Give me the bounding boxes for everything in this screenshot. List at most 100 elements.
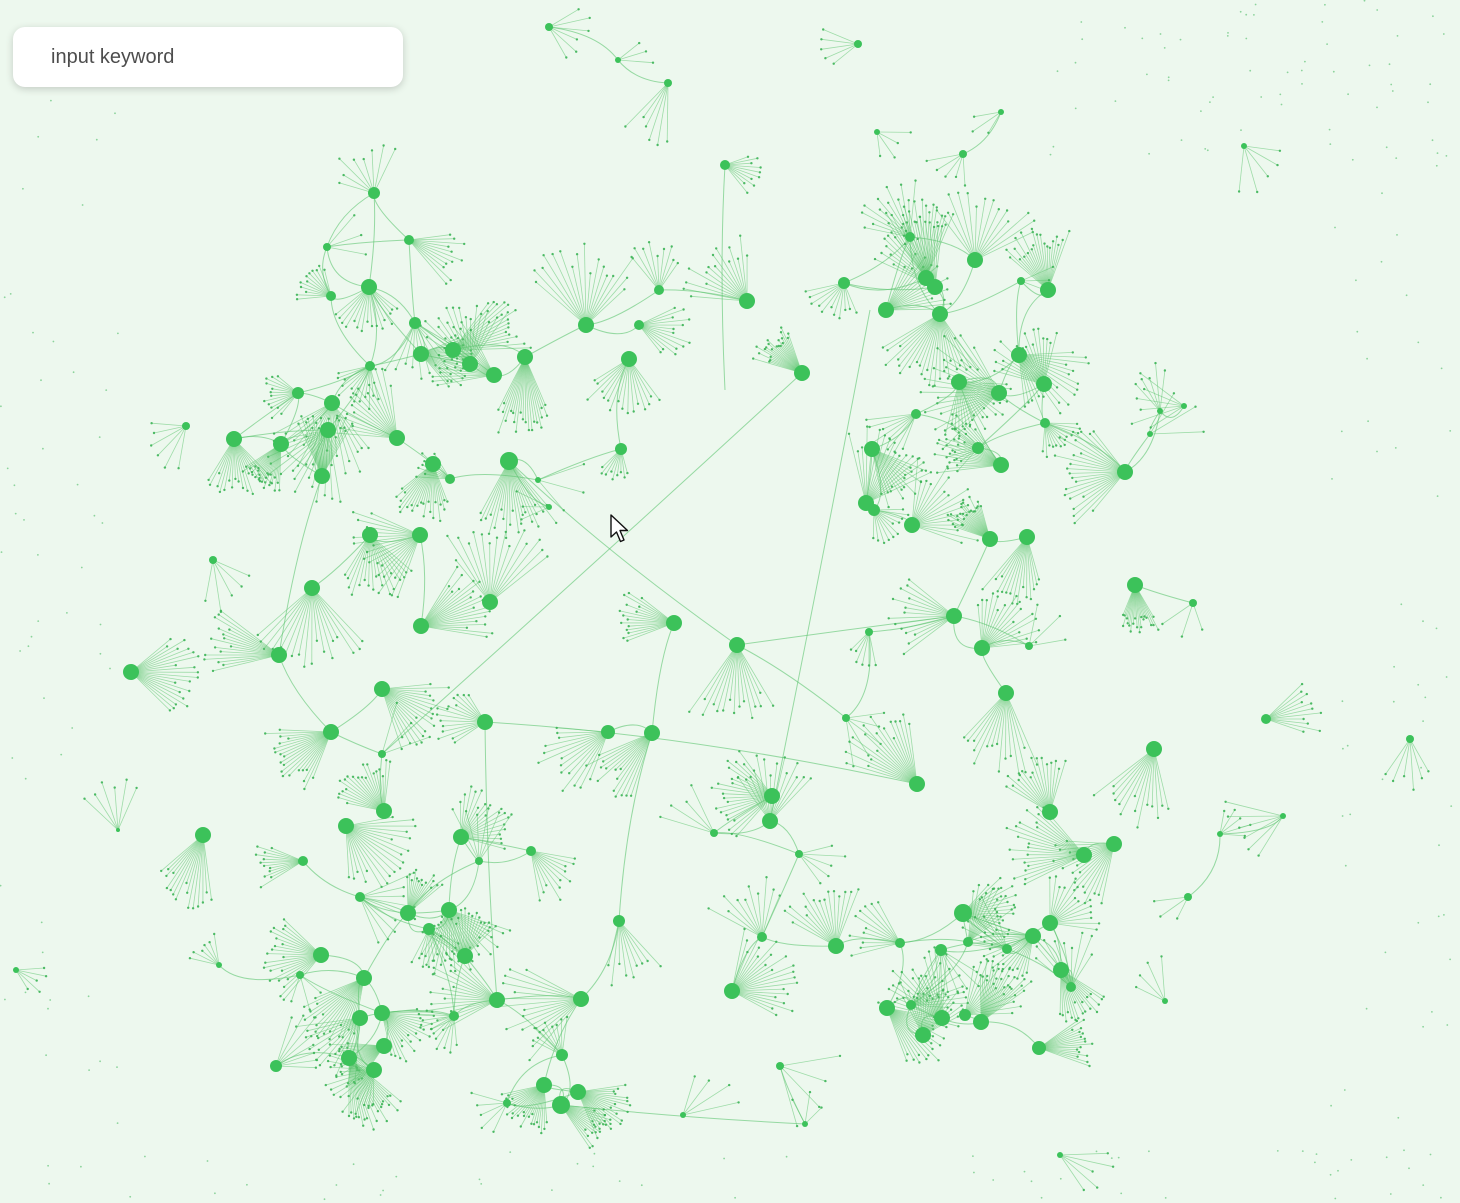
graph-node[interactable] xyxy=(1057,1152,1063,1158)
graph-node[interactable] xyxy=(546,504,552,510)
graph-node[interactable] xyxy=(927,279,943,295)
graph-node[interactable] xyxy=(413,618,429,634)
graph-node[interactable] xyxy=(1146,741,1162,757)
graph-node[interactable] xyxy=(795,850,803,858)
graph-node[interactable] xyxy=(828,938,844,954)
graph-node[interactable] xyxy=(680,1112,686,1118)
graph-node[interactable] xyxy=(621,351,637,367)
graph-node[interactable] xyxy=(1042,915,1058,931)
graph-node[interactable] xyxy=(503,1099,511,1107)
graph-node[interactable] xyxy=(1184,893,1192,901)
graph-node[interactable] xyxy=(794,365,810,381)
graph-node[interactable] xyxy=(362,527,378,543)
graph-node[interactable] xyxy=(974,640,990,656)
graph-node[interactable] xyxy=(314,468,330,484)
graph-node[interactable] xyxy=(304,580,320,596)
graph-node[interactable] xyxy=(911,409,921,419)
graph-node[interactable] xyxy=(404,235,414,245)
graph-node[interactable] xyxy=(412,527,428,543)
graph-node[interactable] xyxy=(776,1062,784,1070)
graph-node[interactable] xyxy=(724,983,740,999)
graph-node[interactable] xyxy=(376,1038,392,1054)
graph-node[interactable] xyxy=(915,1027,931,1043)
graph-node[interactable] xyxy=(552,1096,570,1114)
graph-node[interactable] xyxy=(1217,831,1223,837)
graph-node[interactable] xyxy=(526,846,536,856)
graph-node[interactable] xyxy=(601,725,615,739)
graph-node[interactable] xyxy=(729,637,745,653)
graph-node[interactable] xyxy=(376,803,392,819)
graph-node[interactable] xyxy=(973,1014,989,1030)
graph-node[interactable] xyxy=(1157,408,1163,414)
graph-node[interactable] xyxy=(368,187,380,199)
graph-node[interactable] xyxy=(1042,804,1058,820)
graph-node[interactable] xyxy=(838,277,850,289)
graph-node[interactable] xyxy=(615,57,621,63)
graph-node[interactable] xyxy=(445,342,461,358)
graph-node[interactable] xyxy=(400,905,416,921)
graph-node[interactable] xyxy=(613,915,625,927)
graph-node[interactable] xyxy=(366,1062,382,1078)
graph-node[interactable] xyxy=(365,361,375,371)
graph-node[interactable] xyxy=(906,1000,916,1010)
graph-node[interactable] xyxy=(425,456,441,472)
graph-node[interactable] xyxy=(182,422,190,430)
graph-node[interactable] xyxy=(323,724,339,740)
graph-node[interactable] xyxy=(1002,944,1012,954)
graph-node[interactable] xyxy=(292,387,304,399)
graph-node[interactable] xyxy=(374,681,390,697)
graph-node[interactable] xyxy=(972,442,984,454)
graph-node[interactable] xyxy=(1040,282,1056,298)
graph-node[interactable] xyxy=(764,788,780,804)
graph-node[interactable] xyxy=(934,1010,950,1026)
graph-node[interactable] xyxy=(1076,847,1092,863)
graph-node[interactable] xyxy=(195,827,211,843)
graph-node[interactable] xyxy=(486,367,502,383)
graph-node[interactable] xyxy=(1241,143,1247,149)
graph-node[interactable] xyxy=(535,477,541,483)
graph-node[interactable] xyxy=(341,1050,357,1066)
graph-node[interactable] xyxy=(739,293,755,309)
graph-node[interactable] xyxy=(216,962,222,968)
graph-node[interactable] xyxy=(423,923,435,935)
graph-node[interactable] xyxy=(865,628,873,636)
graph-node[interactable] xyxy=(1040,418,1050,428)
graph-node[interactable] xyxy=(1066,982,1076,992)
graph-node[interactable] xyxy=(720,160,730,170)
graph-node[interactable] xyxy=(1025,928,1041,944)
graph-node[interactable] xyxy=(710,829,718,837)
graph-node[interactable] xyxy=(570,1084,586,1100)
graph-node[interactable] xyxy=(298,856,308,866)
search-input[interactable] xyxy=(13,27,403,87)
graph-node[interactable] xyxy=(313,947,329,963)
graph-node[interactable] xyxy=(895,938,905,948)
graph-node[interactable] xyxy=(441,902,457,918)
graph-node[interactable] xyxy=(1025,642,1033,650)
graph-node[interactable] xyxy=(536,1077,552,1093)
graph-node[interactable] xyxy=(578,317,594,333)
graph-node[interactable] xyxy=(1019,529,1035,545)
graph-node[interactable] xyxy=(123,664,139,680)
graph-node[interactable] xyxy=(757,932,767,942)
graph-node[interactable] xyxy=(352,1010,368,1026)
graph-node[interactable] xyxy=(1127,577,1143,593)
graph-node[interactable] xyxy=(634,320,644,330)
graph-node[interactable] xyxy=(457,948,473,964)
graph-node[interactable] xyxy=(615,443,627,455)
graph-node[interactable] xyxy=(762,813,778,829)
graph-node[interactable] xyxy=(874,129,880,135)
graph-node[interactable] xyxy=(993,457,1009,473)
graph-node[interactable] xyxy=(959,150,967,158)
graph-node[interactable] xyxy=(991,385,1007,401)
graph-node[interactable] xyxy=(326,291,336,301)
graph-node[interactable] xyxy=(355,892,365,902)
graph-node[interactable] xyxy=(967,252,983,268)
graph-node[interactable] xyxy=(226,431,242,447)
graph-node[interactable] xyxy=(954,904,972,922)
graph-node[interactable] xyxy=(802,1121,808,1127)
graph-node[interactable] xyxy=(654,285,664,295)
graph-node[interactable] xyxy=(1162,998,1168,1004)
graph-node[interactable] xyxy=(1017,277,1025,285)
graph-node[interactable] xyxy=(946,608,962,624)
